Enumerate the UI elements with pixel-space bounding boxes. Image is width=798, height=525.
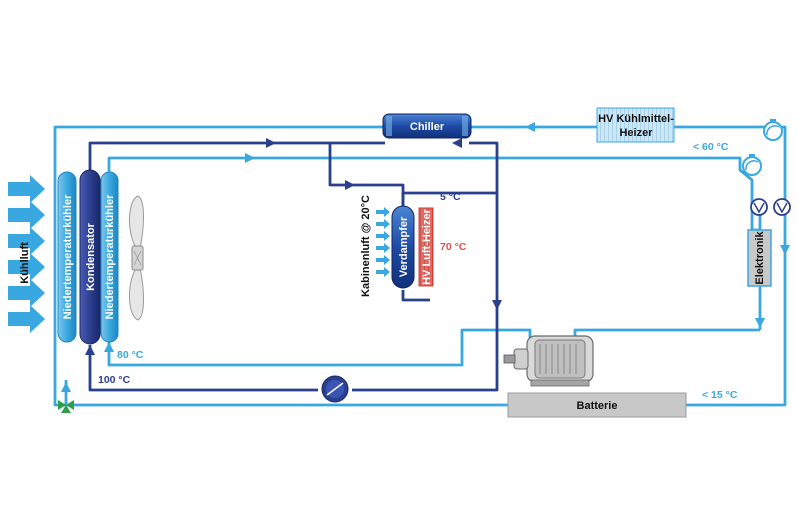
- chiller: Chiller: [382, 113, 472, 139]
- svg-text:Niedertemperaturkühler: Niedertemperaturkühler: [104, 194, 116, 319]
- svg-text:Kondensator: Kondensator: [85, 222, 97, 291]
- cooling-air-arrows: [8, 175, 45, 333]
- low-temp-cooler-left: Niedertemperaturkühler: [57, 171, 77, 343]
- temp-label-70c: 70 °C: [440, 241, 467, 253]
- valve-right-icon: [773, 198, 791, 216]
- condenser: Kondensator: [79, 169, 101, 345]
- temp-label-100c: 100 °C: [98, 374, 131, 386]
- cabin-air-label: Kabinenluft @ 20°C: [360, 195, 372, 297]
- battery: Batterie: [507, 392, 687, 418]
- evaporator: Verdampfer: [391, 205, 415, 289]
- electronics: Elektronik: [747, 229, 772, 287]
- hv-coolant-heater: HV Kühlmittel- Heizer: [596, 107, 675, 143]
- flow-arrows: [61, 122, 790, 392]
- pump-middle-icon: [742, 154, 762, 176]
- refrigerant-pipes: [88, 141, 499, 392]
- temp-label-80c: 80 °C: [117, 349, 144, 361]
- svg-text:HV Kühlmittel-: HV Kühlmittel-: [598, 113, 674, 125]
- svg-text:HV Luft-Heizer: HV Luft-Heizer: [421, 208, 433, 285]
- cooling-air-label: Kühlluft: [19, 242, 31, 284]
- temp-label-lt15: < 15 °C: [702, 389, 738, 401]
- low-temp-cooler-right: Niedertemperaturkühler: [100, 171, 119, 343]
- svg-text:Batterie: Batterie: [577, 400, 618, 412]
- pump-top-icon: [763, 119, 783, 141]
- svg-text:Elektronik: Elektronik: [754, 231, 766, 285]
- hv-air-heater: HV Luft-Heizer: [418, 207, 434, 287]
- temp-label-lt60: < 60 °C: [693, 141, 729, 153]
- temp-label-5c: 5 °C: [440, 191, 461, 203]
- electric-motor-icon: [503, 335, 594, 387]
- svg-text:Chiller: Chiller: [410, 121, 445, 133]
- valve-left-icon: [750, 198, 768, 216]
- svg-text:Verdampfer: Verdampfer: [398, 216, 410, 277]
- svg-text:Niedertemperaturkühler: Niedertemperaturkühler: [62, 194, 74, 319]
- cabin-air-arrows: [376, 207, 390, 277]
- three-way-valve-icon: [58, 400, 74, 413]
- fan-icon: [129, 195, 144, 321]
- compressor-icon: [321, 375, 349, 403]
- svg-text:Heizer: Heizer: [619, 127, 653, 139]
